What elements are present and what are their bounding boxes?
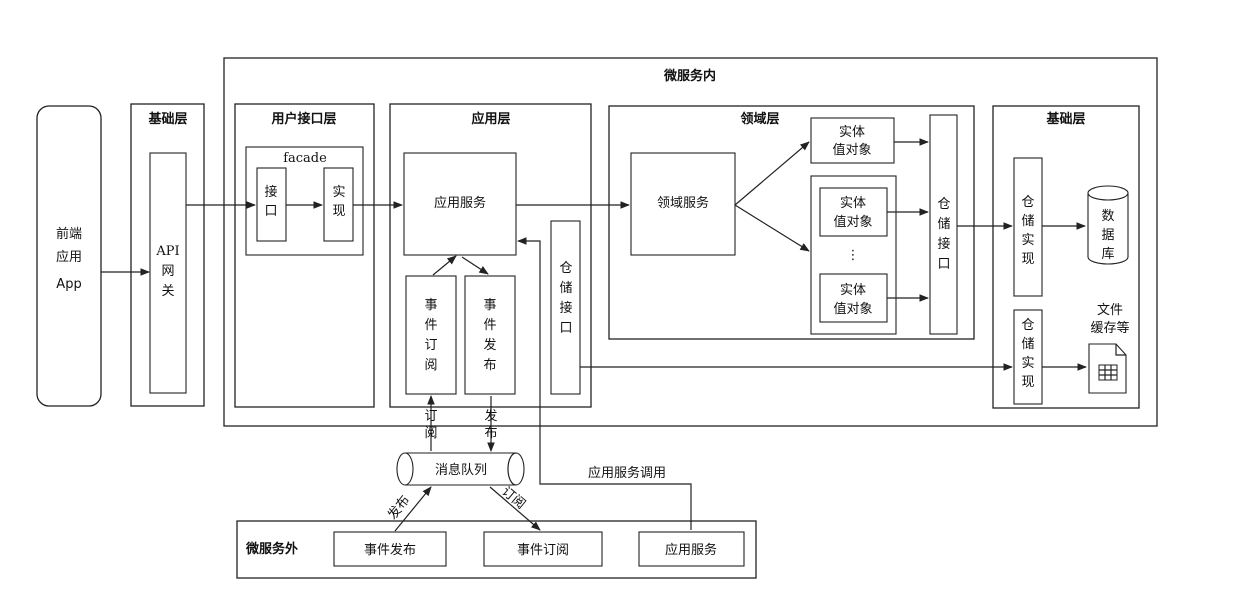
svg-text:订: 订 [424, 338, 437, 353]
svg-text:应用服务: 应用服务 [665, 542, 717, 558]
svg-text:基础层: 基础层 [147, 111, 187, 127]
svg-text:订阅: 订阅 [498, 484, 528, 512]
file-spreadsheet-icon [1088, 343, 1127, 394]
svg-text:值对象: 值对象 [833, 214, 872, 230]
svg-text:据: 据 [1101, 228, 1114, 243]
svg-text:App: App [56, 277, 81, 292]
svg-text:储: 储 [559, 281, 572, 296]
svg-text:口: 口 [264, 204, 277, 219]
svg-text:仓: 仓 [1021, 318, 1034, 333]
database-icon [1087, 185, 1129, 265]
entity-bottom-box [819, 273, 888, 323]
svg-text:facade: facade [283, 151, 327, 166]
svg-text:基础层: 基础层 [1045, 111, 1085, 127]
svg-text:布: 布 [483, 358, 496, 373]
connectors [101, 138, 1087, 532]
svg-text:前端: 前端 [56, 226, 82, 242]
frontend-app: 前端 应用 App [36, 105, 102, 407]
outside-microservice: 微服务外 事件发布 事件订阅 应用服务 [236, 520, 757, 579]
svg-text:值对象: 值对象 [832, 142, 871, 158]
outside-event-subscribe-box [483, 531, 603, 567]
svg-text:应用服务: 应用服务 [434, 195, 486, 211]
svg-text:实: 实 [1021, 356, 1034, 371]
svg-text:现: 现 [332, 204, 345, 219]
svg-text:领域服务: 领域服务 [657, 195, 709, 211]
inside-microservice-title: 微服务内 [663, 68, 716, 84]
svg-text:应用层: 应用层 [471, 111, 510, 127]
svg-text:阅: 阅 [424, 358, 437, 373]
svg-text:实体: 实体 [840, 283, 866, 298]
svg-text:事: 事 [483, 298, 496, 313]
svg-text:API: API [155, 244, 179, 259]
event-subscribe-box [405, 275, 457, 395]
svg-text:储: 储 [937, 217, 950, 232]
event-publish-box [464, 275, 516, 395]
svg-text:发布: 发布 [385, 492, 414, 522]
svg-text:应用服务调用: 应用服务调用 [588, 465, 666, 481]
svg-text:应用: 应用 [56, 249, 82, 265]
svg-text:事件订阅: 事件订阅 [517, 543, 569, 558]
svg-text:值对象: 值对象 [833, 301, 872, 317]
ellipsis: ⋮ [847, 248, 860, 263]
svg-text:用户接口层: 用户接口层 [270, 111, 336, 127]
domain-layer: 领域层 领域服务 实体 值对象 实体 值对象 ⋮ 实体 值对象 仓 储 接 口 [608, 105, 975, 340]
svg-text:接: 接 [559, 300, 572, 316]
message-queue: 消息队列 [396, 452, 525, 486]
svg-text:仓: 仓 [1021, 195, 1034, 210]
domain-repo-interface-box [929, 114, 958, 335]
base-layer-right: 基础层 仓 储 实 现 数 据 库 仓 储 实 现 文件 缓存等 [992, 105, 1140, 409]
svg-text:接: 接 [264, 184, 277, 200]
svg-text:关: 关 [161, 284, 174, 299]
svg-text:口: 口 [559, 321, 572, 336]
entity-top-box [810, 117, 895, 164]
svg-text:实体: 实体 [839, 125, 865, 140]
svg-text:口: 口 [937, 257, 950, 272]
app-service-box [403, 152, 517, 256]
repo-impl-2-box [1013, 309, 1043, 405]
application-layer: 应用层 应用服务 事 件 订 阅 事 件 发 布 仓 储 接 口 [389, 103, 592, 408]
svg-text:实: 实 [1021, 233, 1034, 248]
svg-text:消息队列: 消息队列 [435, 462, 487, 478]
svg-text:件: 件 [483, 318, 496, 333]
svg-text:事件发布: 事件发布 [364, 542, 416, 558]
repo-impl-1-box [1013, 157, 1043, 297]
outside-app-service-box [638, 531, 745, 567]
domain-service-box [630, 152, 736, 256]
user-interface-layer: 用户接口层 facade 接 口 实 现 [234, 103, 375, 408]
svg-text:数: 数 [1101, 209, 1114, 224]
svg-text:领域层: 领域层 [740, 111, 779, 127]
svg-text:事: 事 [424, 298, 437, 313]
svg-text:发: 发 [484, 408, 497, 424]
api-gateway [149, 152, 187, 394]
entity-mid-box [819, 187, 888, 237]
svg-text:文件: 文件 [1097, 303, 1123, 318]
svg-text:布: 布 [484, 426, 497, 441]
svg-text:仓: 仓 [559, 261, 572, 276]
svg-text:储: 储 [1021, 214, 1034, 229]
app-repo-interface-box [550, 220, 581, 395]
svg-text:储: 储 [1021, 337, 1034, 352]
outside-event-publish-box [333, 531, 447, 567]
svg-text:仓: 仓 [937, 197, 950, 212]
svg-text:接: 接 [937, 236, 950, 252]
svg-text:网: 网 [161, 264, 174, 279]
base-layer-left: 基础层 API 网 关 [130, 103, 205, 407]
svg-text:微服务外: 微服务外 [245, 541, 298, 557]
svg-text:实: 实 [332, 185, 345, 200]
svg-text:订: 订 [424, 409, 437, 424]
interface-box [256, 167, 287, 242]
svg-text:阅: 阅 [424, 426, 437, 441]
svg-text:件: 件 [424, 318, 437, 333]
svg-text:缓存等: 缓存等 [1090, 320, 1129, 336]
svg-text:发: 发 [483, 337, 496, 353]
svg-text:库: 库 [1101, 246, 1114, 262]
svg-text:现: 现 [1021, 375, 1034, 390]
svg-text:实体: 实体 [840, 196, 866, 211]
svg-text:现: 现 [1021, 252, 1034, 267]
